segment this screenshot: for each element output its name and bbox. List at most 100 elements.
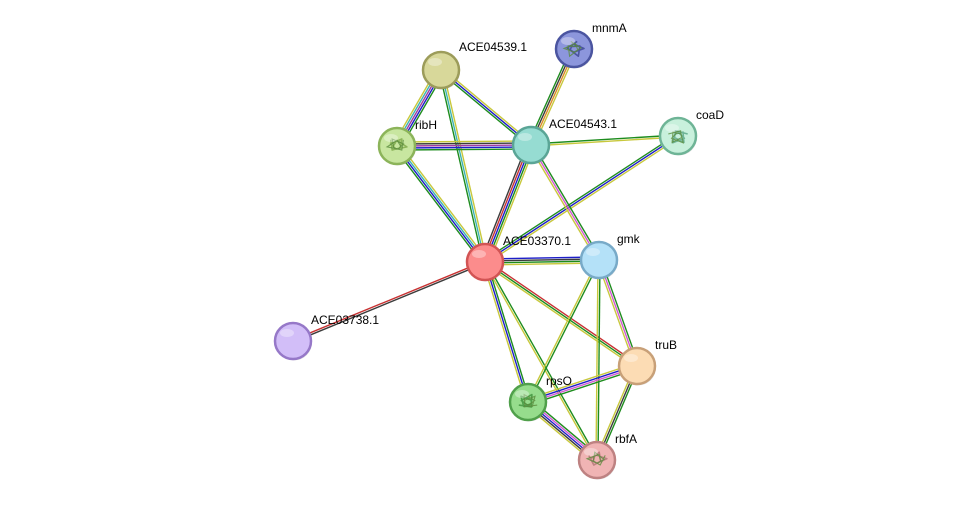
node-circle[interactable] (465, 242, 505, 282)
node-circle[interactable] (273, 321, 313, 361)
edge-evidence-line (483, 133, 678, 261)
edge-evidence-line (438, 70, 484, 263)
node-highlight (665, 124, 679, 132)
edge-evidence-line (486, 145, 534, 263)
node-highlight (561, 37, 575, 45)
edge-evidence-line (396, 142, 531, 145)
edge-gmk-rpso[interactable] (526, 259, 601, 403)
edge-ace03370-1-ace03738-1[interactable] (292, 260, 486, 343)
node-trub[interactable]: truB (617, 338, 677, 386)
node-label: ACE03370.1 (503, 234, 571, 248)
edge-evidence-line (526, 259, 599, 402)
node-highlight (584, 448, 598, 456)
edge-ace03370-1-ribh[interactable] (394, 143, 488, 265)
node-label: gmk (617, 232, 641, 246)
node-rpso[interactable]: rpsO (508, 374, 572, 422)
node-circle[interactable] (377, 126, 417, 166)
node-circle[interactable] (658, 116, 698, 156)
edge-evidence-line (397, 146, 532, 149)
node-circle[interactable] (579, 240, 619, 280)
node-highlight (624, 354, 638, 362)
node-label: mnmA (592, 21, 627, 35)
edge-ace03370-1-trub[interactable] (483, 259, 639, 369)
node-circle[interactable] (554, 29, 594, 69)
edge-evidence-line (484, 135, 679, 263)
edge-ace03370-1-rbfa[interactable] (483, 261, 599, 461)
protein-structure-icon (518, 393, 538, 408)
node-ace04539-1[interactable]: ACE04539.1 (421, 40, 527, 90)
edge-evidence-line (530, 144, 600, 261)
node-highlight (428, 58, 442, 66)
node-ace04543-1[interactable]: ACE04543.1 (511, 117, 617, 165)
edge-evidence-line (441, 67, 533, 145)
node-ribh[interactable]: ribH (377, 118, 437, 166)
node-label: ACE04543.1 (549, 117, 617, 131)
node-circle[interactable] (511, 125, 551, 165)
node-mnma[interactable]: mnmA (554, 21, 627, 69)
edge-evidence-line (440, 69, 532, 146)
edge-evidence-line (485, 137, 680, 265)
edge-evidence-line (439, 70, 531, 148)
node-ace03738-1[interactable]: ACE03738.1 (273, 313, 379, 361)
edge-ace03370-1-ace04539-1[interactable] (438, 69, 488, 263)
edge-evidence-line (293, 262, 486, 343)
edge-evidence-line (480, 143, 528, 261)
edge-evidence-line (396, 144, 532, 147)
node-rbfa[interactable]: rbfA (577, 432, 637, 480)
edge-evidence-line (528, 260, 601, 403)
edge-ace04543-1-ribh[interactable] (396, 140, 532, 151)
edge-evidence-line (528, 145, 598, 262)
edge-evidence-line (526, 362, 637, 400)
node-label: coaD (696, 108, 724, 122)
edge-evidence-line (398, 143, 488, 261)
node-coad[interactable]: coaD (658, 108, 724, 156)
edge-evidence-line (395, 146, 485, 264)
edge-evidence-line (597, 260, 601, 461)
node-label: ribH (415, 118, 437, 132)
edge-ace03370-1-rpso[interactable] (482, 261, 531, 403)
edge-evidence-line (595, 259, 599, 460)
node-label: rpsO (546, 374, 572, 388)
node-gmk[interactable]: gmk (579, 232, 641, 280)
node-layer: ACE03370.1 ACE04543.1 ACE04539.1 ribH mnmA co… (273, 21, 724, 480)
edge-evidence-line (488, 146, 536, 264)
edge-ace03370-1-coad[interactable] (483, 133, 680, 265)
edge-evidence-line (484, 144, 532, 263)
protein-structure-icon (562, 40, 585, 58)
node-circle[interactable] (508, 382, 548, 422)
edge-evidence-line (482, 262, 527, 403)
edge-evidence-line (483, 262, 597, 461)
edge-evidence-line (397, 148, 532, 151)
node-highlight (586, 248, 600, 256)
node-circle[interactable] (617, 346, 657, 386)
edge-evidence-line (531, 136, 679, 147)
node-ace03370-1[interactable]: ACE03370.1 (465, 234, 571, 282)
edge-ace04543-1-gmk[interactable] (528, 143, 602, 262)
node-label: truB (655, 338, 677, 352)
edge-evidence-line (484, 261, 638, 367)
edge-evidence-line (484, 261, 529, 403)
edge-ace03370-1-ace04543-1[interactable] (480, 143, 536, 264)
edge-evidence-line (292, 260, 485, 341)
node-circle[interactable] (577, 440, 617, 480)
node-circle[interactable] (421, 50, 461, 90)
edge-evidence-line (528, 368, 639, 406)
node-highlight (280, 329, 294, 337)
node-label: ACE04539.1 (459, 40, 527, 54)
protein-structure-icon (585, 451, 608, 466)
edge-evidence-line (486, 261, 531, 402)
edge-evidence-line (483, 263, 637, 369)
node-label: rbfA (615, 432, 637, 446)
edge-ace04543-1-ace04539-1[interactable] (439, 67, 533, 148)
node-highlight (515, 390, 529, 398)
edge-gmk-rbfa[interactable] (595, 259, 601, 461)
edge-evidence-line (396, 140, 531, 143)
edge-evidence-line (440, 69, 486, 263)
node-highlight (518, 133, 532, 141)
protein-structure-icon (385, 138, 408, 151)
edge-evidence-line (530, 134, 678, 145)
edge-evidence-line (532, 143, 602, 260)
protein-structure-icon (668, 130, 688, 144)
edge-evidence-line (442, 69, 488, 262)
edge-ace04543-1-coad[interactable] (530, 134, 679, 147)
